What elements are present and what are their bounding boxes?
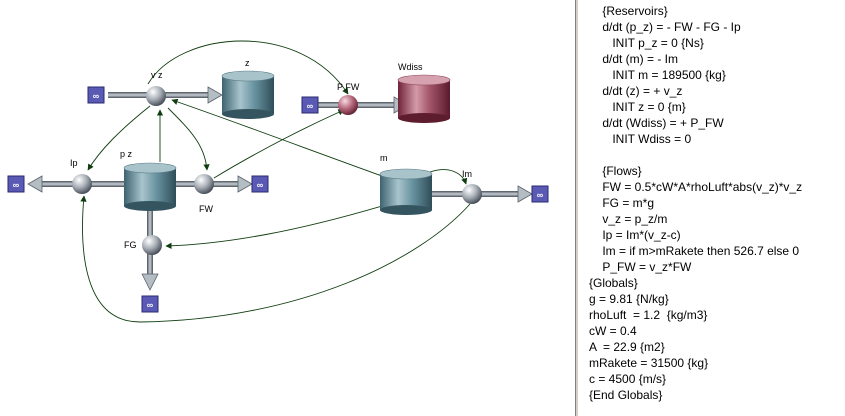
label-fw: FW — [199, 204, 213, 214]
equation-line: FW = 0.5*cW*A*rhoLuft*abs(v_z)*v_z — [589, 180, 803, 194]
svg-text:∞: ∞ — [307, 101, 314, 111]
cloud-pfw-icon: ∞ — [301, 96, 319, 114]
link-vz-to-ip — [87, 105, 151, 171]
tank-pz[interactable] — [123, 162, 177, 211]
link-m-to-vz — [171, 98, 383, 177]
link-im-to-ip — [80, 195, 471, 323]
panel-divider[interactable] — [575, 0, 579, 416]
equation-line: {End Globals} — [589, 388, 663, 402]
label-z: z — [245, 58, 250, 68]
equation-line: d/dt (z) = + v_z — [589, 84, 683, 98]
sphere-pfw[interactable] — [338, 95, 358, 115]
cloud-vz-icon: ∞ — [87, 86, 105, 104]
equation-line: cW = 0.4 — [589, 324, 637, 338]
svg-text:∞: ∞ — [257, 180, 264, 190]
cloud-fw-icon: ∞ — [251, 175, 269, 193]
svg-text:∞: ∞ — [537, 190, 544, 200]
equation-line: INIT z = 0 {m} — [589, 100, 686, 114]
svg-text:∞: ∞ — [13, 180, 20, 190]
svg-text:∞: ∞ — [147, 300, 154, 310]
equation-line: d/dt (p_z) = - FW - FG - Ip — [589, 20, 741, 34]
label-vz: v z — [151, 70, 163, 80]
sphere-vz[interactable] — [146, 86, 166, 106]
sphere-im[interactable] — [462, 184, 482, 204]
equation-line: P_FW = v_z*FW — [589, 260, 692, 274]
label-pfw: P FW — [337, 82, 360, 92]
equation-line: Im = if m>mRakete then 526.7 else 0 — [589, 244, 800, 258]
connectors — [80, 40, 471, 323]
equation-line: c = 4500 {m/s} — [589, 372, 667, 386]
equation-line: A = 22.9 {m2} — [589, 340, 665, 354]
pipe-pfw — [318, 96, 409, 114]
equation-line: INIT Wdiss = 0 — [589, 132, 692, 146]
label-pz: p z — [120, 149, 133, 159]
equations-panel: {Reservoirs} d/dt (p_z) = - FW - FG - Ip… — [579, 0, 845, 416]
link-vz-to-fw — [167, 107, 210, 171]
label-im: Im — [462, 169, 472, 179]
equation-line: rhoLuft = 1.2 {kg/m3} — [589, 308, 708, 322]
diagram-canvas: ∞ ∞ ∞ ∞ ∞ ∞ — [7, 40, 549, 323]
tank-z[interactable] — [221, 70, 275, 119]
label-wdiss: Wdiss — [398, 62, 423, 72]
flow-diagram: ∞ ∞ ∞ ∞ ∞ ∞ — [7, 40, 549, 323]
equation-line: INIT m = 189500 {kg} — [589, 68, 726, 82]
equation-line: Ip = Im*(v_z-c) — [589, 228, 681, 242]
link-fw-to-pfw — [213, 109, 345, 179]
cloud-fg-icon: ∞ — [141, 295, 159, 313]
cloud-im-icon: ∞ — [531, 185, 549, 203]
sphere-fg[interactable] — [142, 235, 162, 255]
sphere-ip[interactable] — [72, 174, 92, 194]
equation-line: mRakete = 31500 {kg} — [589, 356, 709, 370]
link-m-to-fg — [165, 205, 383, 249]
tank-m[interactable] — [379, 168, 433, 215]
sphere-fw[interactable] — [194, 174, 214, 194]
equation-line: d/dt (m) = - Im — [589, 52, 679, 66]
equation-line: INIT p_z = 0 {Ns} — [589, 36, 704, 50]
tank-wdiss[interactable] — [397, 74, 451, 123]
svg-text:∞: ∞ — [93, 91, 100, 101]
equation-line: {Globals} — [589, 276, 638, 290]
link-vz-to-pfw — [147, 40, 349, 95]
equation-line: {Reservoirs} — [589, 4, 668, 18]
equation-line: g = 9.81 {N/kg} — [589, 292, 669, 306]
label-m: m — [380, 153, 388, 163]
label-ip: Ip — [70, 158, 78, 168]
link-m-to-im — [429, 169, 468, 185]
equation-line: v_z = p_z/m — [589, 212, 668, 226]
label-fg: FG — [124, 240, 137, 250]
cloud-ip-icon: ∞ — [7, 175, 25, 193]
equation-line: FG = m*g — [589, 196, 655, 210]
equation-line: {Flows} — [589, 164, 642, 178]
equation-line: d/dt (Wdiss) = + P_FW — [589, 116, 724, 130]
